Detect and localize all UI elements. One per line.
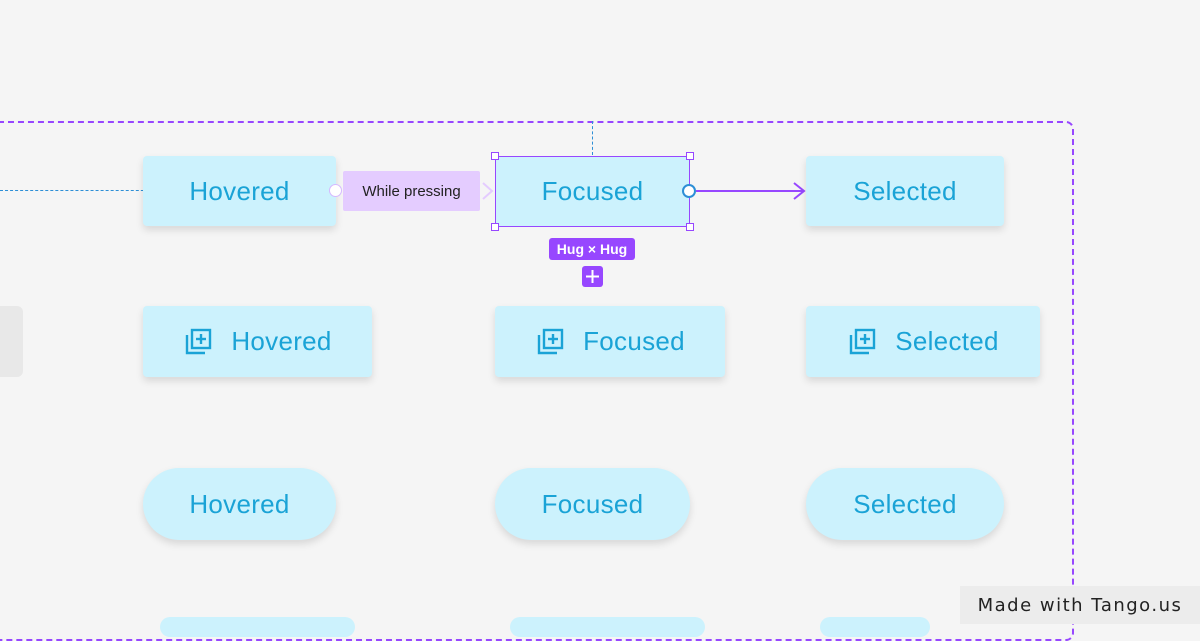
button-hovered[interactable]: Hovered <box>143 156 336 226</box>
button-selected[interactable]: Selected <box>806 156 1004 226</box>
resize-handle-bottom-right[interactable] <box>686 223 694 231</box>
pill-button-selected[interactable]: Selected <box>806 468 1004 540</box>
pill-button-focused[interactable]: Focused <box>495 468 690 540</box>
button-label: Focused <box>541 176 644 206</box>
add-to-library-icon <box>186 328 212 354</box>
button-label: Selected <box>853 175 957 206</box>
partially-visible-button[interactable] <box>510 617 705 637</box>
button-label: Focused <box>541 488 644 519</box>
button-label: Hovered <box>231 326 332 356</box>
partially-visible-button[interactable] <box>160 617 355 637</box>
button-label: Focused <box>583 326 685 356</box>
icon-button-focused[interactable]: Focused <box>495 306 725 377</box>
icon-button-selected[interactable]: Selected <box>806 306 1040 377</box>
button-label: Selected <box>895 326 999 356</box>
add-auto-layout-button[interactable] <box>582 266 603 287</box>
partially-visible-button[interactable] <box>820 617 930 637</box>
add-to-library-icon <box>850 328 876 354</box>
icon-button-hovered[interactable]: Hovered <box>143 306 372 377</box>
measurement-guide-vertical <box>592 121 593 155</box>
resize-handle-top-left[interactable] <box>491 152 499 160</box>
button-label: Hovered <box>189 488 290 519</box>
prototype-trigger-label[interactable]: While pressing <box>343 171 480 211</box>
connection-origin-dot[interactable] <box>329 184 342 197</box>
button-label: Selected <box>853 488 957 519</box>
trigger-arrow-icon <box>482 182 494 200</box>
tango-watermark: Made with Tango.us <box>960 586 1200 624</box>
size-badge: Hug × Hug <box>549 238 635 260</box>
button-label: Hovered <box>189 175 290 206</box>
add-to-library-icon <box>537 328 564 354</box>
prototype-connection-arrow <box>696 182 806 200</box>
resize-handle-top-right[interactable] <box>686 152 694 160</box>
offscreen-component[interactable] <box>0 306 23 377</box>
plus-icon <box>586 270 599 283</box>
button-focused-selected[interactable]: Focused <box>495 156 690 227</box>
pill-button-hovered[interactable]: Hovered <box>143 468 336 540</box>
connection-node[interactable] <box>682 184 696 198</box>
resize-handle-bottom-left[interactable] <box>491 223 499 231</box>
